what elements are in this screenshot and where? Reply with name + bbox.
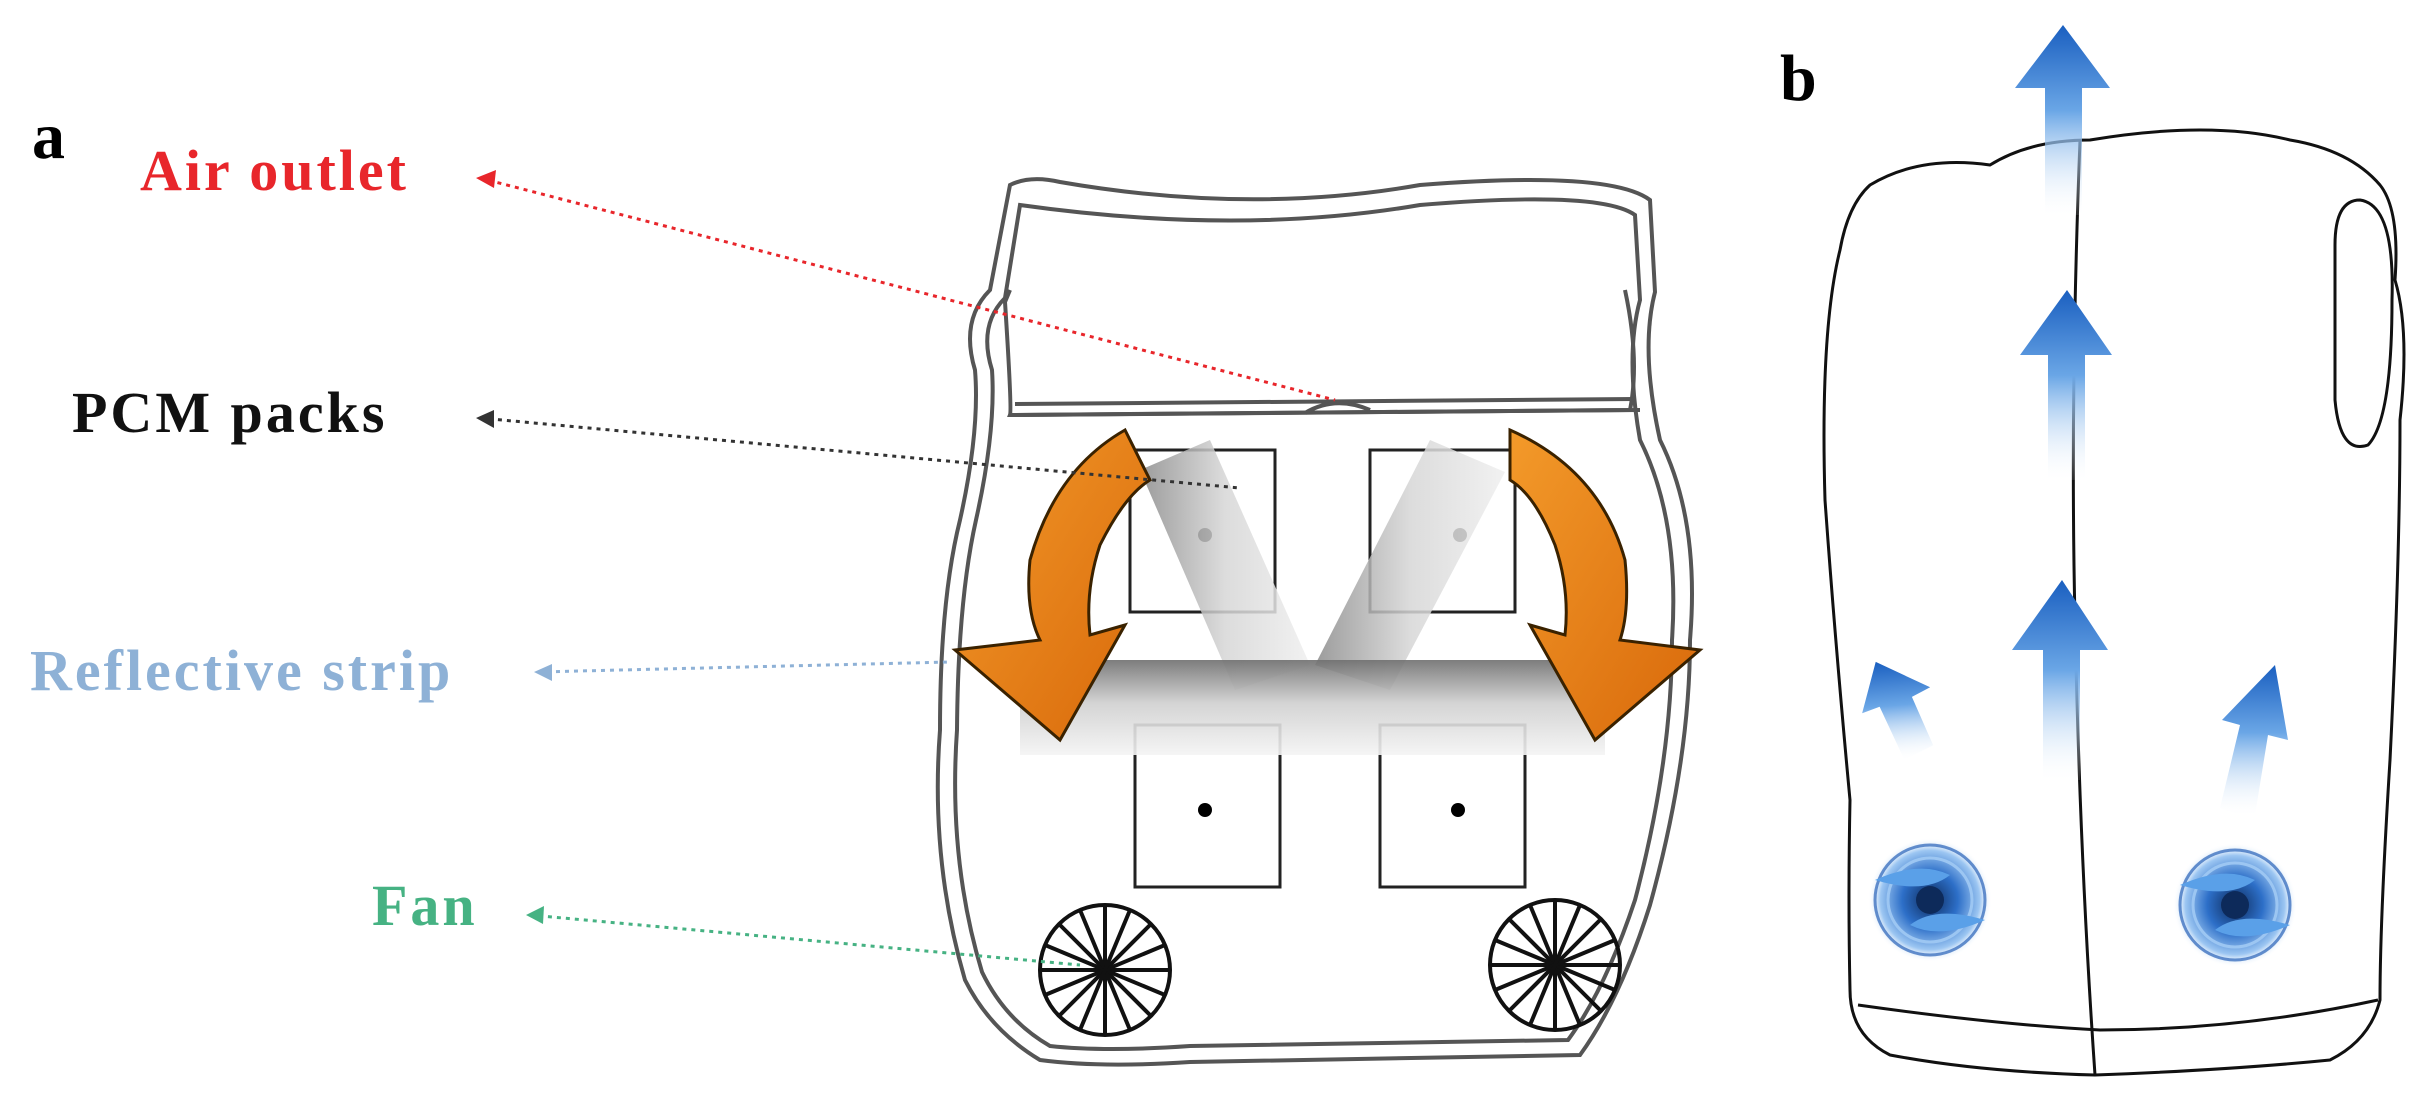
vest-a-outline [935, 177, 1694, 1067]
reflective-strips [1020, 440, 1605, 755]
wheel-fan-icon [1038, 898, 1622, 1037]
leader-air-outlet [479, 176, 1336, 402]
panel-letter-b: b [1780, 42, 1817, 115]
callout-arrowheads [476, 170, 552, 924]
label-reflective-strip: Reflective strip [30, 638, 453, 703]
callout-leaders [479, 176, 1336, 967]
panel-a: a [30, 100, 1704, 1067]
panel-letter-a: a [32, 100, 65, 173]
blue-fan-icon [1868, 838, 2297, 967]
leader-reflective-strip [537, 660, 951, 674]
label-fan: Fan [372, 873, 478, 938]
label-air-outlet: Air outlet [140, 138, 409, 203]
leader-fan [529, 913, 1081, 967]
label-pcm-packs: PCM packs [72, 380, 387, 445]
up-arrow-icon [1862, 25, 2288, 815]
panel-b: b [1780, 25, 2406, 1077]
curved-arrow-icon [951, 427, 1704, 743]
reflective-strip [1020, 660, 1605, 755]
leader-pcm-packs [479, 416, 1241, 490]
